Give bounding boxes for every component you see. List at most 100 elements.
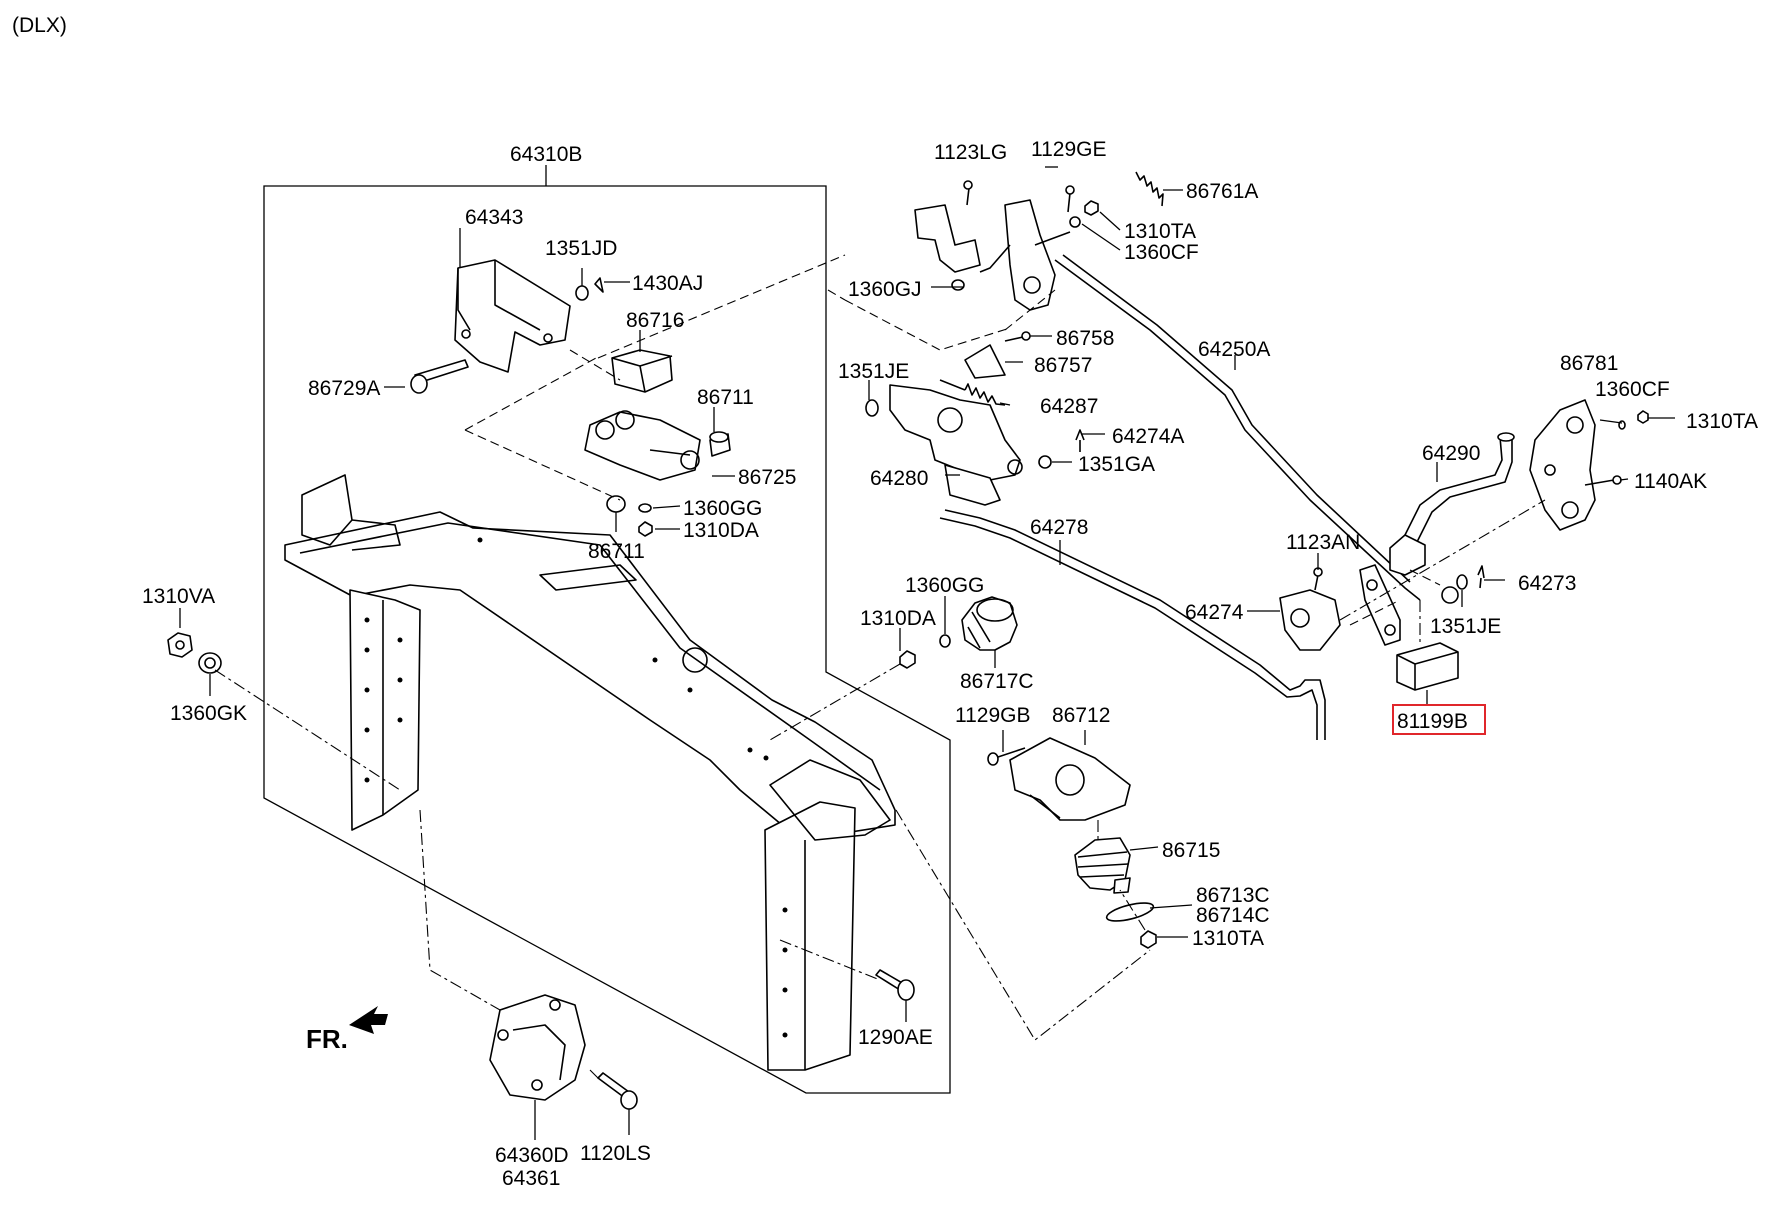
front-label: FR. (306, 1024, 348, 1054)
label-86716: 86716 (626, 309, 684, 332)
bolt-1129GE (1065, 185, 1075, 213)
bolt-86758 (1004, 331, 1031, 342)
label-1351JE-left: 1351JE (838, 360, 909, 383)
rod-64250A (1054, 254, 1421, 601)
bracket-86781 (1529, 399, 1596, 531)
bolt-1120LS (597, 1072, 638, 1110)
bushing-86716 (611, 349, 673, 393)
pad-81199B (1396, 642, 1459, 691)
label-86713C: 86713C (1196, 884, 1270, 907)
nut-1310TA-washer-1360CF-upper (1069, 200, 1099, 228)
label-1360GG-right: 1360GG (905, 574, 984, 597)
label-86717C: 86717C (960, 670, 1034, 693)
bracket-86712 (1009, 737, 1131, 821)
pin-64273 (1477, 565, 1485, 589)
washer-1360GJ (951, 279, 965, 291)
fasteners-1360GG-1310DA-upper (638, 503, 653, 537)
label-64274: 64274 (1185, 601, 1244, 624)
nut-1310VA (167, 632, 193, 658)
link-plate-64290 (1359, 564, 1459, 646)
label-1351JD: 1351JD (545, 237, 617, 260)
label-86711-lower: 86711 (588, 540, 645, 563)
bolt-86729A (410, 359, 469, 394)
fasteners-1360CF-1310TA-right (1618, 410, 1649, 430)
leader-lines (179, 166, 1675, 1140)
label-1351GA: 1351GA (1078, 453, 1155, 476)
label-1120LS: 1120LS (580, 1142, 651, 1165)
label-1310TA-lower: 1310TA (1192, 927, 1264, 950)
label-64290: 64290 (1422, 442, 1480, 465)
label-86757: 86757 (1034, 354, 1092, 377)
label-1123AN: 1123AN (1286, 531, 1360, 554)
label-81199B: 81199B (1397, 710, 1468, 733)
bolt-1123LG (963, 180, 973, 206)
label-86758: 86758 (1056, 327, 1114, 350)
label-1360GK: 1360GK (170, 702, 247, 725)
washer-1351GA (1038, 455, 1052, 469)
label-1129GB: 1129GB (955, 704, 1031, 727)
label-1360GG-upper: 1360GG (683, 497, 762, 520)
label-64274A: 64274A (1112, 425, 1184, 448)
label-64250A: 64250A (1198, 338, 1270, 361)
pin-64274A (1075, 429, 1085, 452)
lever-64280 (889, 384, 1023, 506)
bolt-1129GB (987, 747, 1026, 766)
bracket-64274 (1279, 589, 1341, 651)
label-1123LG: 1123LG (934, 141, 1007, 164)
label-1310TA-right: 1310TA (1686, 410, 1758, 433)
washer-1360GK (198, 652, 222, 674)
label-86712: 86712 (1052, 704, 1110, 727)
front-arrow-icon (349, 1006, 388, 1034)
spring-64287 (939, 379, 1006, 406)
label-1310TA-upper: 1310TA (1124, 220, 1196, 243)
label-1360CF-right: 1360CF (1595, 378, 1670, 401)
label-86714C: 86714C (1196, 904, 1270, 927)
spring-86761A (1135, 171, 1164, 207)
spacer-86711-upper (709, 431, 731, 457)
label-86761A: 86761A (1186, 180, 1258, 203)
bolt-1123AN (1313, 567, 1323, 591)
crossmember-64310B (284, 474, 896, 1071)
label-64278: 64278 (1030, 516, 1088, 539)
highlight-box-81199B (1392, 704, 1486, 735)
callout-labels: 64310B 64343 1351JD 1430AJ 86716 86729A … (142, 138, 1758, 1190)
bracket-upper-linkage (914, 199, 1071, 311)
label-64343: 64343 (465, 206, 523, 229)
nut-1310DA (899, 650, 916, 669)
pin-1430AJ-washer-1351JD (575, 277, 604, 301)
label-86711-upper: 86711 (697, 386, 754, 409)
label-1360CF-upper: 1360CF (1124, 241, 1199, 264)
washer-1351JE-left (865, 399, 879, 417)
label-1360GJ: 1360GJ (848, 278, 922, 301)
label-86729A: 86729A (308, 377, 380, 400)
label-1430AJ: 1430AJ (632, 272, 703, 295)
plate-86757 (964, 344, 1006, 379)
variant-label: (DLX) (12, 14, 67, 37)
bracket-86725 (584, 410, 701, 481)
label-86715: 86715 (1162, 839, 1220, 862)
label-64310B: 64310B (510, 143, 582, 166)
label-1310DA-right: 1310DA (860, 607, 936, 630)
label-1310VA: 1310VA (142, 585, 215, 608)
mount-86715 (1074, 837, 1131, 894)
nut-1310TA-lower (1140, 930, 1157, 949)
label-64280: 64280 (870, 467, 928, 490)
washer-1360GG (939, 634, 951, 648)
label-1310DA-upper: 1310DA (683, 519, 759, 542)
lever-64290 (1389, 432, 1515, 576)
washer-1351JE-right (1456, 574, 1468, 590)
bracket-64360D (489, 994, 586, 1101)
assembly-frame-64310B (263, 165, 951, 1094)
rod-64278 (939, 509, 1326, 740)
label-64361: 64361 (502, 1167, 560, 1190)
bracket-64343 (454, 259, 571, 373)
label-86725: 86725 (738, 466, 796, 489)
spacer-86711-lower (606, 495, 626, 513)
label-86781: 86781 (1560, 352, 1618, 375)
washer-86713C (1105, 902, 1155, 922)
bump-stop-86717C (961, 596, 1018, 651)
connection-lines (214, 254, 1546, 1081)
label-64360D: 64360D (495, 1144, 569, 1167)
label-1351JE-right: 1351JE (1430, 615, 1501, 638)
